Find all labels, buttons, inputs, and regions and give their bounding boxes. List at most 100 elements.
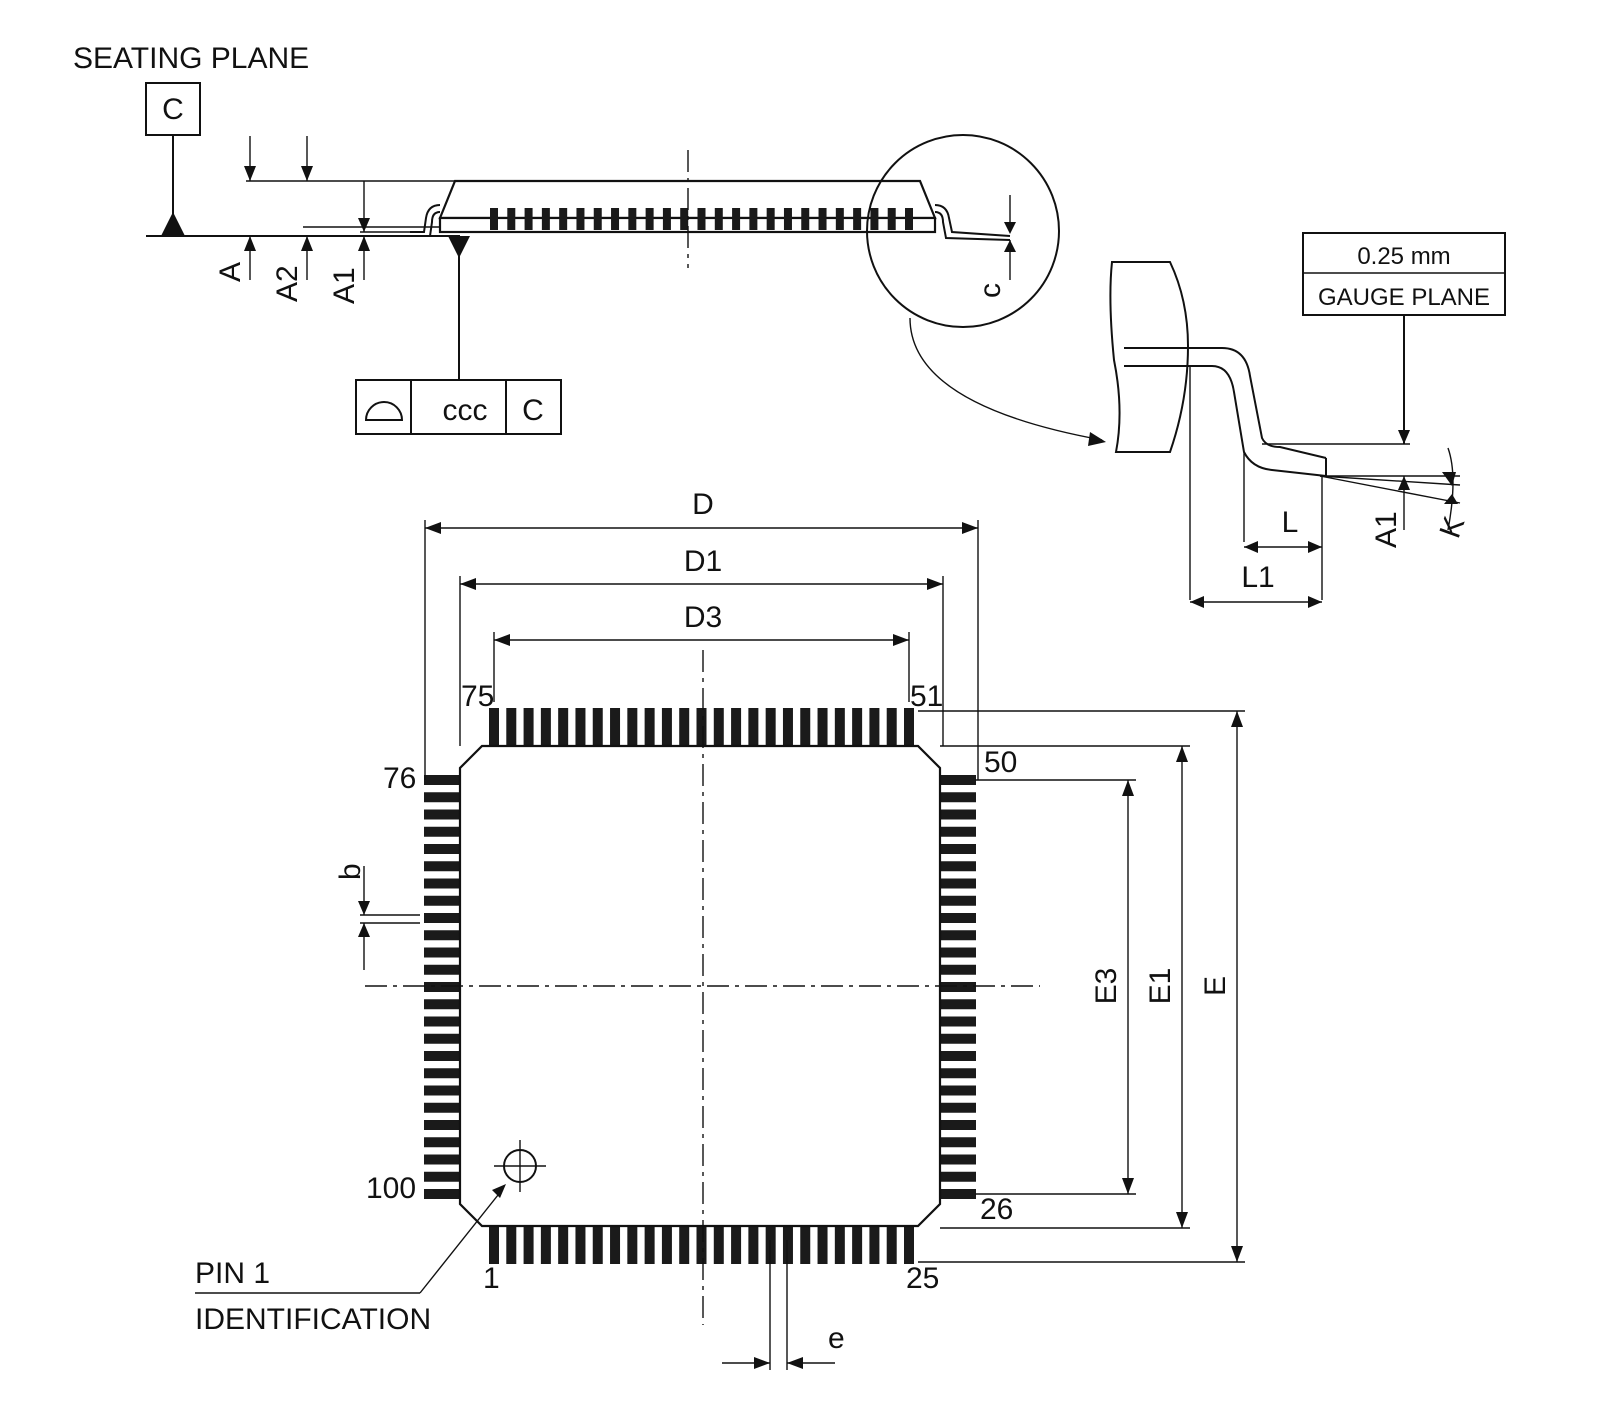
top-pin	[540, 708, 551, 746]
dim-E-label: E	[1199, 976, 1232, 996]
bottom-pin	[558, 1226, 569, 1264]
side-lead	[766, 208, 775, 230]
dim-D-label: D	[692, 488, 714, 521]
top-pin	[817, 708, 828, 746]
side-leads	[490, 208, 913, 230]
dim-D1-label: D1	[684, 545, 722, 578]
top-pin	[558, 708, 569, 746]
right-pin	[940, 895, 976, 906]
top-pin	[782, 708, 793, 746]
pins-top-row	[489, 708, 914, 746]
left-pin	[424, 1120, 460, 1130]
side-lead	[732, 208, 741, 230]
left-pin	[424, 930, 460, 941]
pin-100-label: 100	[366, 1172, 416, 1205]
left-pin	[424, 947, 460, 958]
right-pin	[940, 1102, 976, 1113]
right-pin	[940, 1016, 976, 1027]
side-lead	[680, 208, 689, 230]
top-pin	[834, 708, 845, 746]
side-lead	[559, 208, 568, 230]
top-pin	[627, 708, 638, 746]
left-pin	[424, 861, 460, 872]
top-pin	[852, 708, 863, 746]
pin-1-label: 1	[483, 1262, 500, 1295]
bottom-pin	[731, 1226, 742, 1264]
top-pin	[748, 708, 759, 746]
side-lead	[593, 208, 602, 230]
side-lead	[611, 208, 620, 230]
right-pin	[940, 1051, 976, 1061]
bottom-pin	[679, 1226, 690, 1264]
dim-c-label: c	[974, 283, 1007, 298]
left-pin	[424, 775, 460, 785]
tolerance-datum: C	[522, 394, 544, 427]
bottom-pin	[575, 1226, 586, 1264]
side-lead	[749, 208, 758, 230]
left-pin	[424, 964, 460, 975]
top-pin	[765, 708, 776, 746]
left-pin	[424, 792, 460, 803]
datum-label: C	[162, 93, 184, 126]
right-pin	[940, 1137, 976, 1148]
side-lead	[870, 208, 879, 230]
top-pin	[575, 708, 586, 746]
side-lead	[662, 208, 671, 230]
pins-left-column	[424, 775, 460, 1199]
side-lead	[835, 208, 844, 230]
right-pin	[940, 792, 976, 803]
right-pin	[940, 809, 976, 820]
bottom-pin	[627, 1226, 638, 1264]
bottom-pin	[696, 1226, 707, 1264]
pin-50-label: 50	[984, 746, 1017, 779]
bottom-pin	[523, 1226, 534, 1264]
right-pin	[940, 1120, 976, 1130]
pin-75-label: 75	[461, 680, 494, 713]
detail-A1-label: A1	[1370, 511, 1403, 548]
right-pin	[940, 947, 976, 958]
bottom-pin	[834, 1226, 845, 1264]
left-pin	[424, 1051, 460, 1061]
right-pin	[940, 982, 976, 992]
detail-leader	[909, 317, 1103, 441]
dim-e-label: e	[828, 1322, 845, 1355]
right-pin	[940, 826, 976, 837]
left-pin	[424, 878, 460, 889]
top-pin	[869, 708, 880, 746]
bottom-pin	[800, 1226, 811, 1264]
bottom-pin	[540, 1226, 551, 1264]
side-lead	[853, 208, 862, 230]
top-view: PIN 1 IDENTIFICATION 75 51 76 50 100 26 …	[195, 488, 1245, 1370]
gauge-value: 0.25 mm	[1357, 243, 1450, 270]
top-pin	[506, 708, 517, 746]
side-lead	[628, 208, 637, 230]
left-pin	[424, 1154, 460, 1165]
bottom-pin	[886, 1226, 897, 1264]
left-pin	[424, 1068, 460, 1079]
bottom-pin	[713, 1226, 724, 1264]
left-pin	[424, 1085, 460, 1096]
tolerance-frame	[355, 379, 562, 435]
dim-E1-label: E1	[1144, 968, 1177, 1005]
bottom-pin	[869, 1226, 880, 1264]
side-lead	[507, 208, 516, 230]
bottom-pin	[782, 1226, 793, 1264]
side-lead	[783, 208, 792, 230]
dim-b-label: b	[334, 863, 367, 880]
dim-L1-label: L1	[1241, 561, 1274, 594]
side-lead	[697, 208, 706, 230]
tolerance-value: ccc	[443, 394, 488, 427]
right-pin	[940, 1085, 976, 1096]
side-lead	[490, 208, 498, 230]
top-pin	[886, 708, 897, 746]
right-pin	[940, 964, 976, 975]
left-pin	[424, 809, 460, 820]
bottom-pin	[489, 1226, 499, 1264]
right-pin	[940, 1189, 976, 1199]
side-view: SEATING PLANE C A A2 A1	[73, 42, 1106, 446]
right-pin	[940, 775, 976, 785]
left-pin	[424, 1137, 460, 1148]
right-pin	[940, 1171, 976, 1182]
top-pin	[800, 708, 811, 746]
